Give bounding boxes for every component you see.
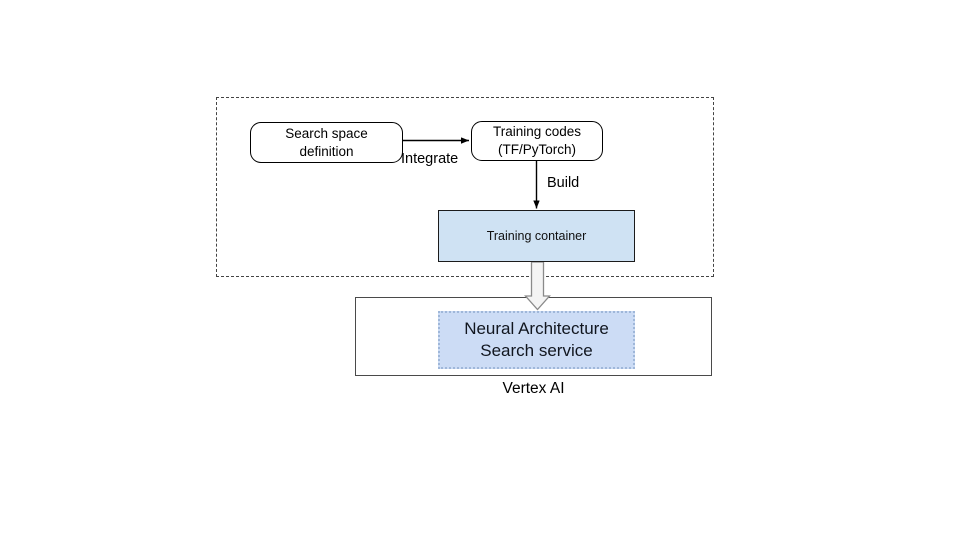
node-search-space-definition-text: Search space definition: [285, 125, 368, 161]
training-codes-line-1: Training codes: [492, 124, 582, 140]
node-training-container-text: Training container: [486, 229, 587, 243]
edge-label-build: Build: [547, 175, 580, 191]
training-codes-line-2: (TF/PyTorch): [497, 142, 576, 157]
node-training-container[interactable]: Training container: [438, 210, 635, 262]
node-training-codes[interactable]: Training codes (TF/PyTorch): [471, 121, 603, 161]
user-workflow-group-boundary: [216, 97, 714, 277]
node-neural-architecture-search-service[interactable]: Neural Architecture Search service: [438, 311, 635, 369]
search-space-line-2: definition: [299, 143, 354, 159]
vertex-ai-caption: Vertex AI: [502, 380, 565, 397]
nas-line-1: Neural Architecture: [464, 319, 609, 339]
nas-line-2: Search service: [480, 341, 593, 360]
search-space-line-1: Search space: [285, 125, 368, 141]
node-search-space-definition[interactable]: Search space definition: [250, 122, 403, 163]
node-training-codes-text: Training codes (TF/PyTorch): [493, 123, 581, 159]
node-nas-service-text: Neural Architecture Search service: [464, 318, 609, 362]
edge-label-integrate: Integrate: [401, 151, 459, 167]
